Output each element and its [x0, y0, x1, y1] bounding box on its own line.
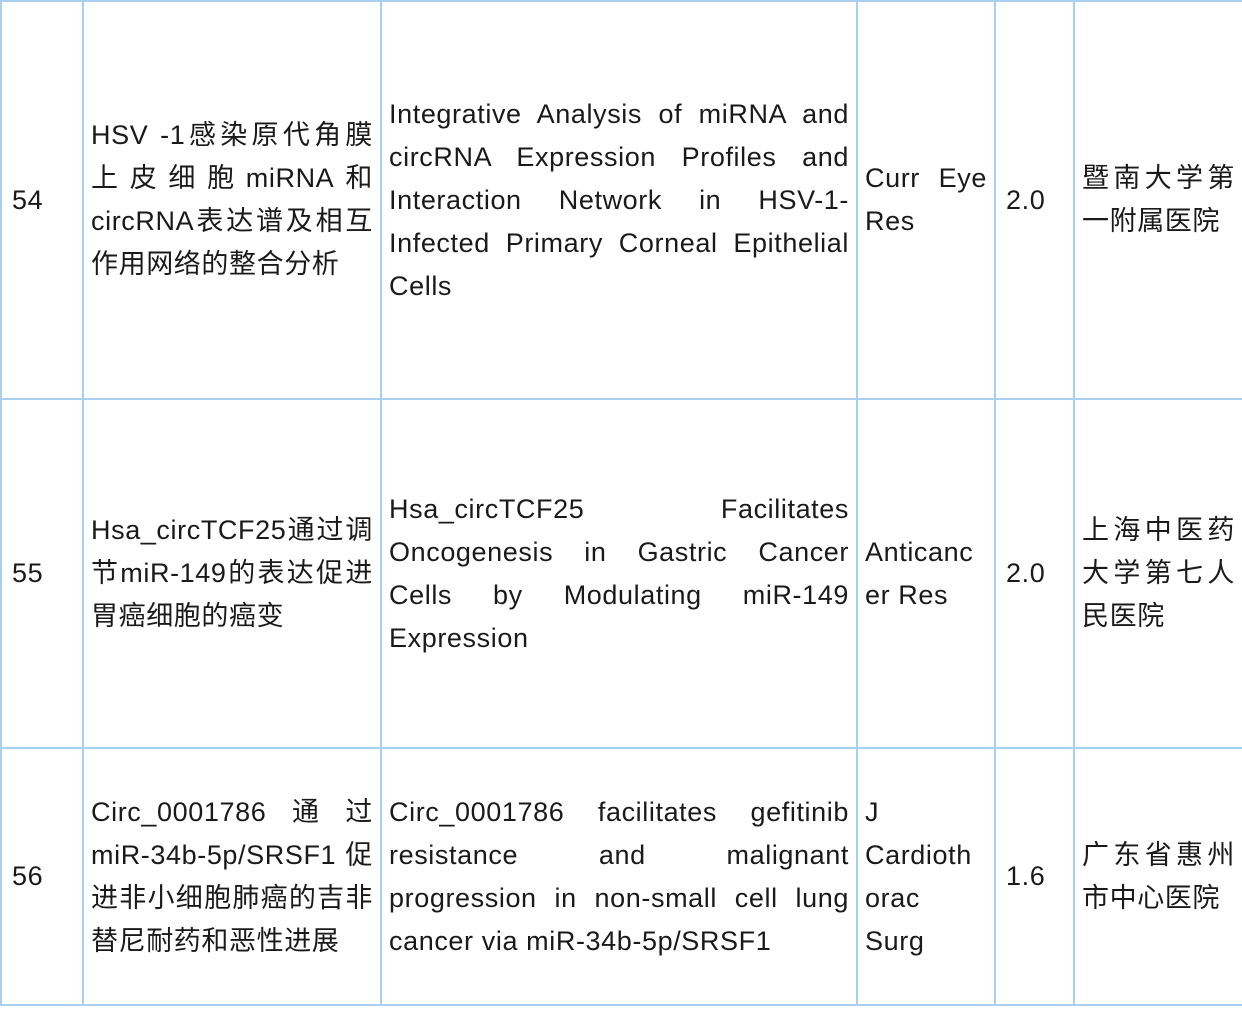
impact-factor: 1.6 — [994, 747, 1075, 1006]
institution: 广东省惠州市中心医院 — [1073, 747, 1242, 1006]
row-number: 54 — [0, 0, 84, 400]
table-row: 56 Circ_0001786通过miR-34b-5p/SRSF1促进非小细胞肺… — [0, 747, 1242, 1006]
impact-factor: 2.0 — [994, 398, 1075, 749]
english-title: Circ_0001786 facilitates gefitinib resis… — [380, 747, 858, 1006]
institution: 上海中医药大学第七人民医院 — [1073, 398, 1242, 749]
journal: Anticancer Res — [856, 398, 996, 749]
journal: Curr Eye Res — [856, 0, 996, 400]
row-number: 55 — [0, 398, 84, 749]
journal: J Cardiothorac Surg — [856, 747, 996, 1006]
english-title: Integrative Analysis of miRNA and circRN… — [380, 0, 858, 400]
chinese-title: Hsa_circTCF25通过调节miR-149的表达促进胃癌细胞的癌变 — [82, 398, 382, 749]
institution: 暨南大学第一附属医院 — [1073, 0, 1242, 400]
chinese-title: HSV -1感染原代角膜上皮细胞miRNA和circRNA表达谱及相互作用网络的… — [82, 0, 382, 400]
table-row: 54 HSV -1感染原代角膜上皮细胞miRNA和circRNA表达谱及相互作用… — [0, 0, 1242, 400]
table-row: 55 Hsa_circTCF25通过调节miR-149的表达促进胃癌细胞的癌变 … — [0, 398, 1242, 749]
english-title: Hsa_circTCF25 Facilitates Oncogenesis in… — [380, 398, 858, 749]
row-number: 56 — [0, 747, 84, 1006]
chinese-title: Circ_0001786通过miR-34b-5p/SRSF1促进非小细胞肺癌的吉… — [82, 747, 382, 1006]
impact-factor: 2.0 — [994, 0, 1075, 400]
